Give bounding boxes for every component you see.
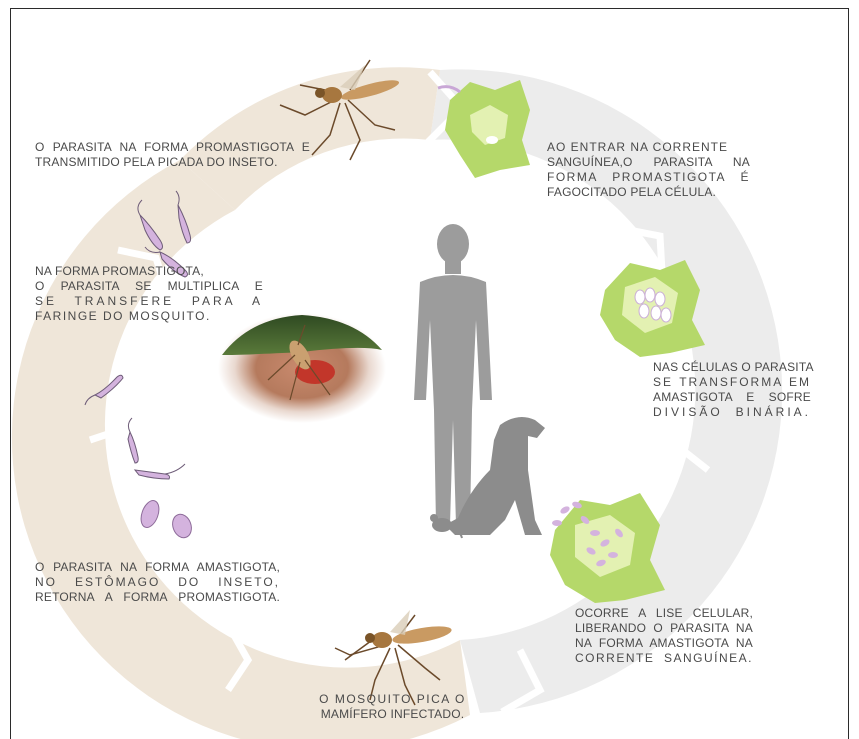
caption-cell-lysis: OCORRE A LISE CELULAR, LIBERANDO O PARAS… — [575, 606, 753, 666]
caption-line: O PARASITA NA FORMA PROMASTIGOTA E — [35, 140, 310, 155]
caption-line: FORMA PROMASTIGOTA É — [547, 170, 750, 185]
caption-phagocytosis: AO ENTRAR NA CORRENTE SANGUÍNEA,O PARASI… — [547, 140, 750, 200]
amastigote-icon — [138, 498, 195, 540]
caption-line: RETORNA A FORMA PROMASTIGOTA. — [35, 590, 280, 605]
caption-promastigote-multiplication: NA FORMA PROMASTIGOTA, O PARASITA SE MUL… — [35, 264, 263, 324]
caption-line: O PARASITA SE MULTIPLICA E — [35, 279, 263, 294]
caption-line: NA FORMA PROMASTIGOTA, — [35, 264, 263, 279]
caption-line: FARINGE DO MOSQUITO. — [35, 309, 263, 324]
caption-line: OCORRE A LISE CELULAR, — [575, 606, 753, 621]
caption-line: SANGUÍNEA,O PARASITA NA — [547, 155, 750, 170]
caption-line: AMASTIGOTA E SOFRE — [653, 390, 811, 405]
caption-line: FAGOCITADO PELA CÉLULA. — [547, 185, 750, 200]
mosquito-biting-photo — [218, 313, 386, 423]
caption-line: LIBERANDO O PARASITA NA — [575, 621, 753, 636]
caption-line: SE TRANSFERE PARA A — [35, 294, 263, 309]
caption-line: NA FORMA AMASTIGOTA NA — [575, 636, 753, 651]
caption-mosquito-bites: O MOSQUITO PICA O MAMÍFERO INFECTADO. — [300, 692, 485, 722]
caption-amastigote-in-insect: O PARASITA NA FORMA AMASTIGOTA, NO ESTÔM… — [35, 560, 280, 605]
cell-icon — [550, 493, 665, 603]
caption-binary-division: NAS CÉLULAS O PARASITA SE TRANSFORMA EM … — [653, 360, 811, 420]
human-silhouette-icon — [414, 224, 492, 525]
caption-line: AO ENTRAR NA CORRENTE — [547, 140, 750, 155]
caption-line: SE TRANSFORMA EM — [653, 375, 811, 390]
caption-line: NAS CÉLULAS O PARASITA — [653, 360, 811, 375]
caption-line: O MOSQUITO PICA O — [300, 692, 485, 707]
caption-line: DIVISÃO BINÁRIA. — [653, 405, 811, 420]
insect-stage-arc-top — [180, 67, 440, 210]
caption-line: CORRENTE SANGUÍNEA. — [575, 651, 753, 666]
cell-icon — [600, 260, 705, 357]
caption-line: O PARASITA NA FORMA AMASTIGOTA, — [35, 560, 280, 575]
caption-line: NO ESTÔMAGO DO INSETO, — [35, 575, 280, 590]
caption-line: MAMÍFERO INFECTADO. — [300, 707, 485, 722]
caption-line: TRANSMITIDO PELA PICADA DO INSETO. — [35, 155, 310, 170]
caption-promastigote-transmission: O PARASITA NA FORMA PROMASTIGOTA E TRANS… — [35, 140, 310, 170]
